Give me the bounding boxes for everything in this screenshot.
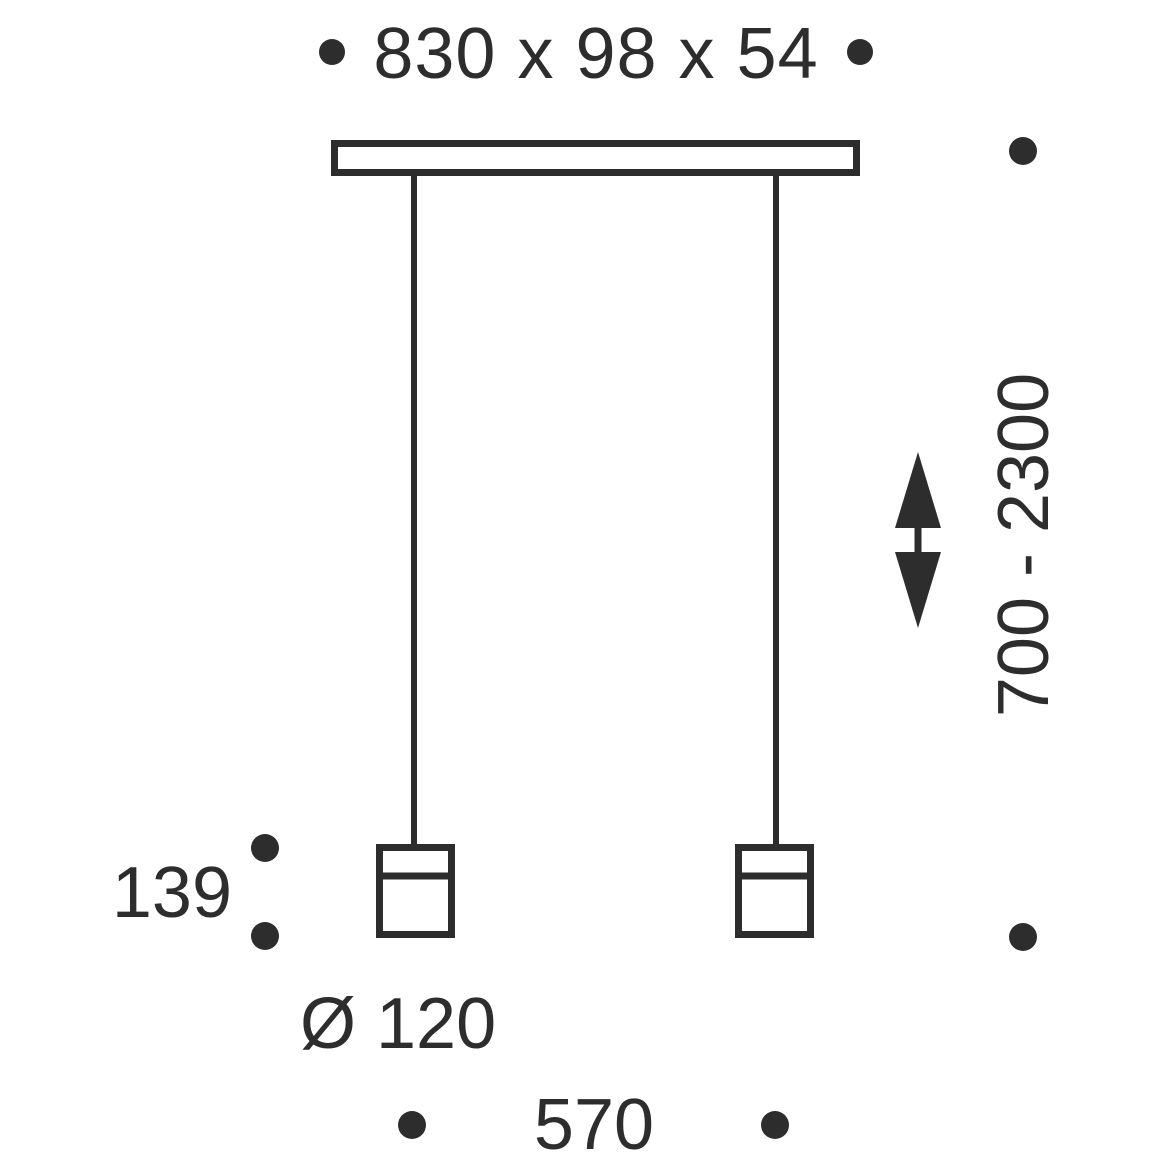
left-lower-extent-dot	[251, 922, 279, 950]
bottom-left-extent-dot	[398, 1111, 426, 1139]
arrow-head-down	[895, 552, 941, 628]
pendant-shade-left	[376, 844, 455, 938]
right-lower-extent-dot	[1009, 923, 1037, 951]
right-upper-extent-dot	[1009, 137, 1037, 165]
bottom-right-extent-dot	[761, 1111, 789, 1139]
left-upper-extent-dot	[251, 834, 279, 862]
shade-height-label: 139	[112, 853, 232, 933]
pendant-shade-right	[735, 844, 814, 938]
suspension-range-label: 700 - 2300	[984, 373, 1064, 717]
top-left-extent-dot	[319, 39, 345, 65]
double-arrow-vertical-icon	[895, 452, 941, 628]
arrow-head-up	[895, 452, 941, 528]
ceiling-canopy	[331, 140, 860, 176]
shade-diameter-label: Ø 120	[300, 984, 496, 1064]
top-right-extent-dot	[847, 39, 873, 65]
pendant-spacing-label: 570	[534, 1085, 654, 1160]
top-dimension-label: 830 x 98 x 54	[373, 14, 818, 94]
